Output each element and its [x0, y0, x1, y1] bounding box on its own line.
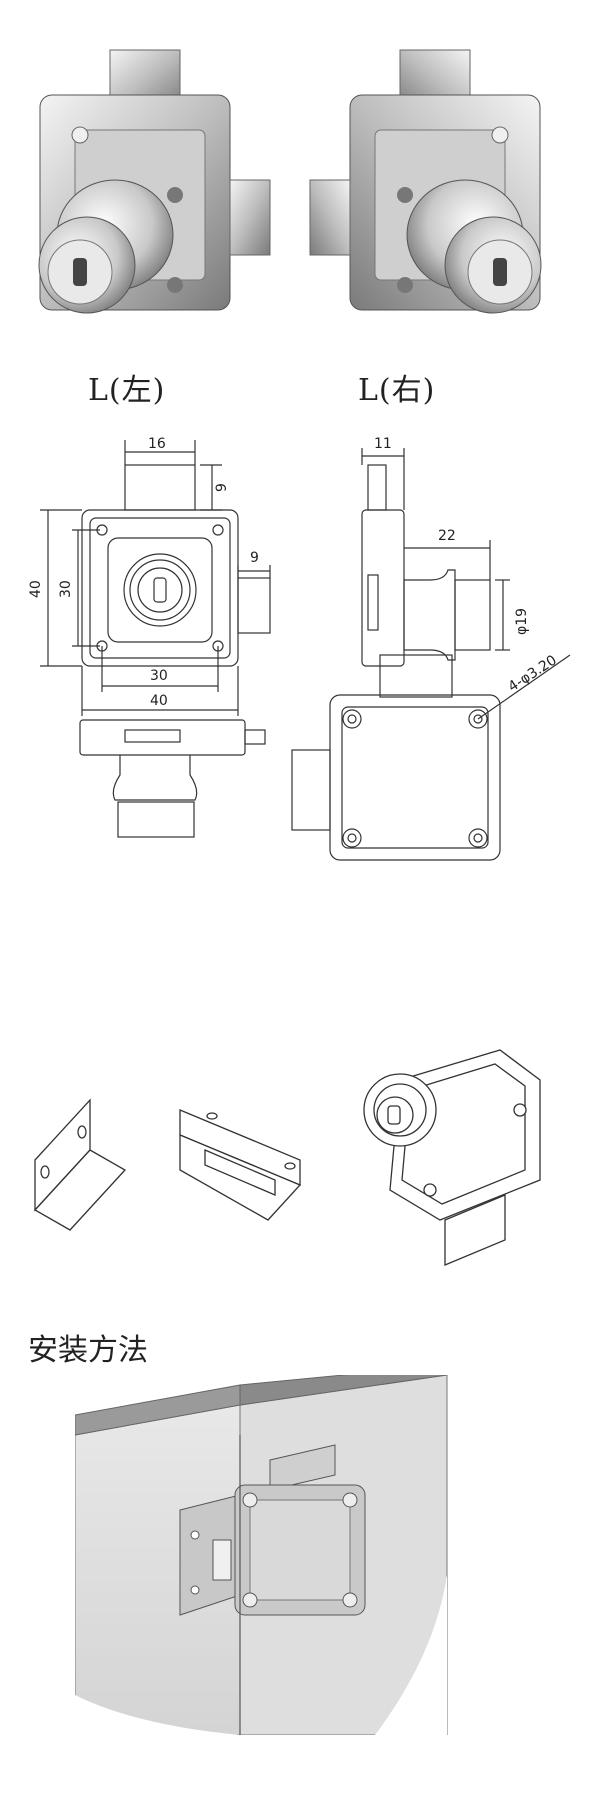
- lock-isometric-drawing: [363, 1049, 541, 1266]
- front-view-drawing: [40, 440, 271, 716]
- dim-upper-height: 9: [214, 483, 230, 492]
- back-view-drawing: [291, 654, 571, 861]
- strike-plate-drawing: [179, 1109, 302, 1221]
- product-photo-left: [15, 40, 275, 340]
- isometric-views: [33, 1049, 541, 1266]
- product-photo-right: [305, 40, 565, 340]
- dim-hole-height: 30: [58, 580, 74, 598]
- dim-plate-thickness: 11: [374, 436, 392, 452]
- install-title: 安装方法: [28, 1333, 148, 1368]
- dim-cylinder-length: 22: [438, 528, 456, 544]
- left-variant-label: L(左): [88, 373, 166, 408]
- dim-hole-callout: 4-φ3.20: [505, 652, 559, 695]
- side-view-drawing: [361, 448, 510, 667]
- l-bracket-drawing: [33, 1098, 127, 1231]
- bottom-view-drawing: [79, 719, 266, 838]
- lock-photo-left-svg: [38, 49, 271, 314]
- dim-cylinder-diameter: φ19: [514, 608, 530, 635]
- technical-drawings: 16 9 9 40 30 30 40 11 22 φ19 4-φ3.20: [28, 436, 571, 861]
- right-variant-label: L(右): [358, 373, 436, 408]
- dim-overall-height: 40: [28, 580, 44, 598]
- lock-photo-right-svg: [309, 49, 542, 314]
- dim-overall-width: 40: [150, 693, 168, 709]
- dim-hole-width: 30: [150, 668, 168, 684]
- dim-top-width: 16: [148, 436, 166, 452]
- install-illustration: [75, 1375, 448, 1735]
- dim-bolt-offset: 9: [250, 550, 259, 566]
